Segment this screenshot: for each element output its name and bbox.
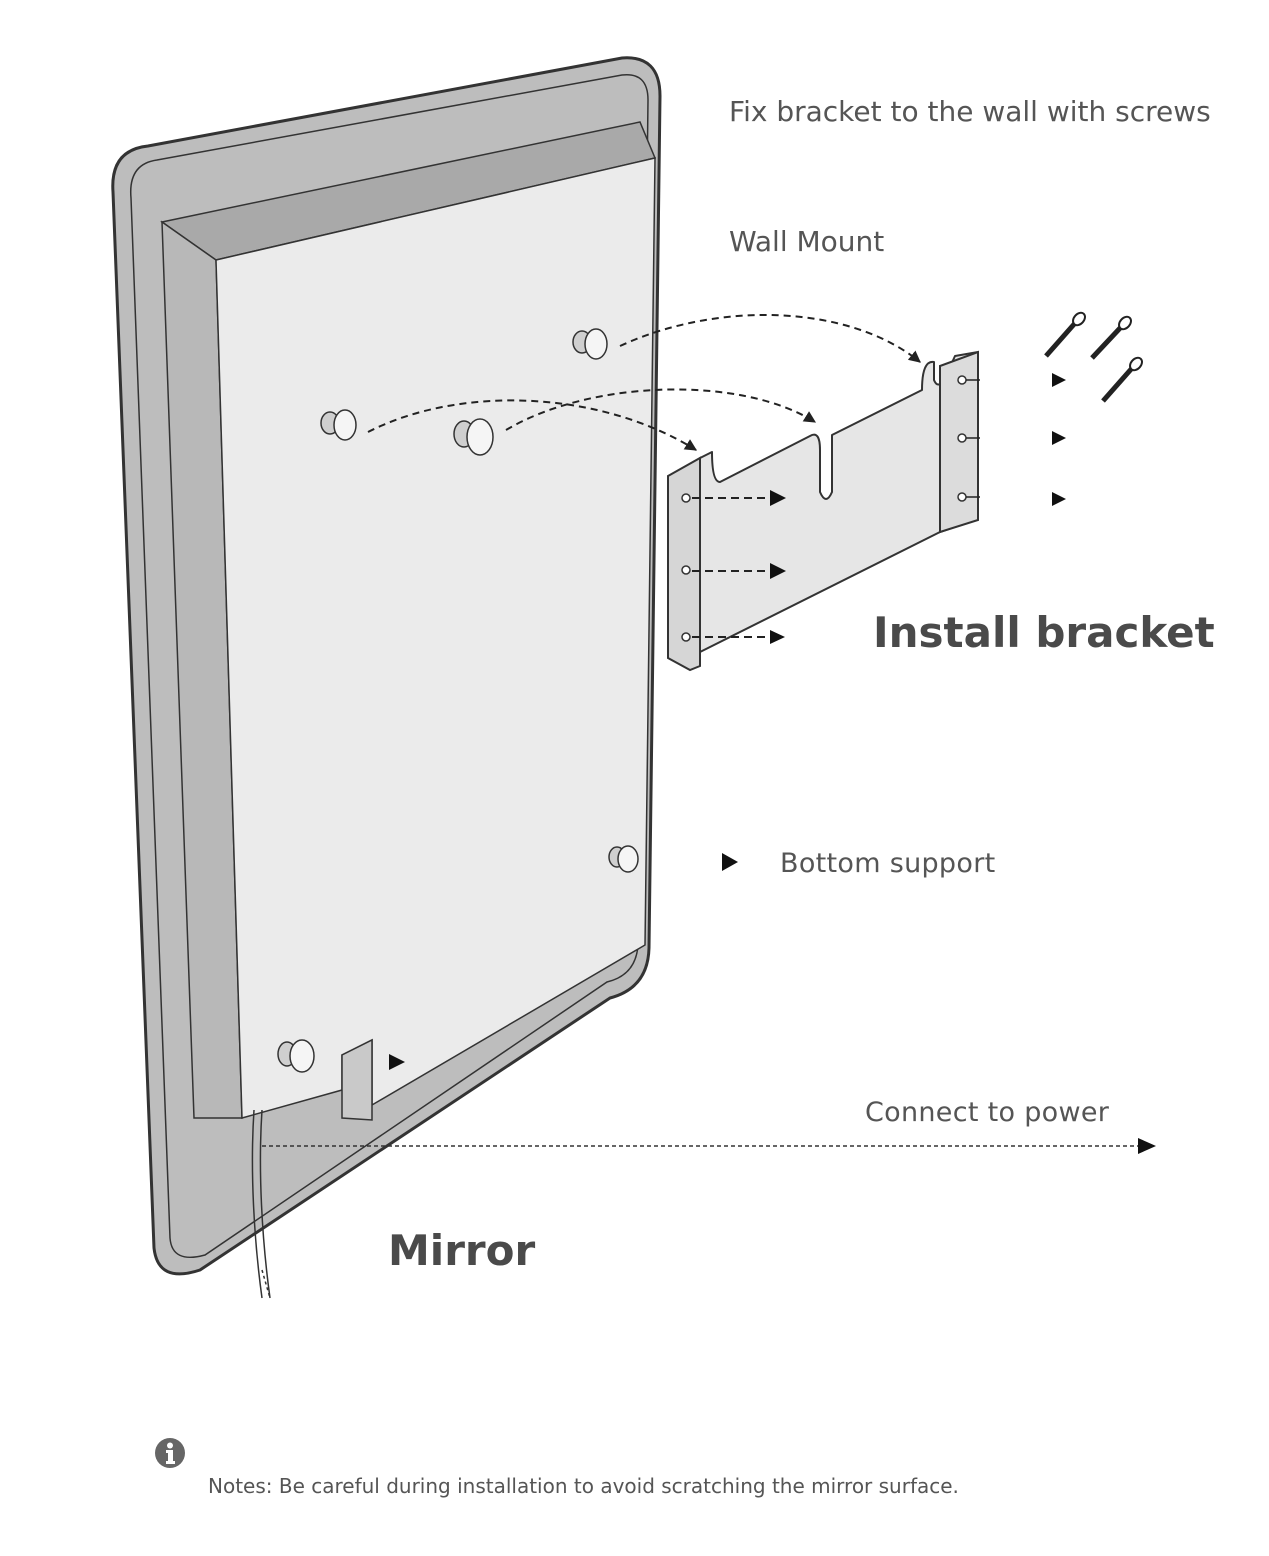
wall-mount-label: Wall Mount: [729, 225, 885, 258]
screw-icon: [1101, 356, 1143, 403]
fix-bracket-label: Fix bracket to the wall with screws: [729, 95, 1211, 128]
bottom-support-pointer: [722, 853, 738, 871]
left-flange-screw-arrows: [692, 490, 786, 644]
installation-note: Notes: Be careful during installation to…: [208, 1474, 959, 1498]
right-flange-screw-arrows: [966, 373, 1066, 506]
arc-top-left-peg: [367, 399, 698, 451]
peg-to-bracket-arrows: [367, 314, 921, 451]
arc-top-right-peg: [619, 314, 921, 363]
peg-top-left: [320, 409, 357, 441]
back-panel: [215, 157, 656, 1119]
peg-top-right: [572, 328, 608, 360]
screws: [1044, 311, 1143, 403]
bottom-support-label: Bottom support: [780, 848, 996, 879]
peg-bottom-right: [608, 845, 639, 873]
install-bracket-label: Install bracket: [873, 608, 1215, 657]
connect-power-label: Connect to power: [865, 1097, 1110, 1128]
power-cable: [251, 1109, 271, 1299]
bracket-right-flange: [939, 350, 979, 534]
bracket-plate: [699, 351, 979, 653]
screw-icon: [1044, 311, 1086, 358]
mirror: [111, 56, 662, 1276]
peg-bottom-left: [277, 1039, 315, 1073]
screw-icon: [1090, 315, 1132, 360]
power-box-pointer: [389, 1054, 405, 1070]
wall-bracket: [667, 350, 979, 672]
info-icon: [155, 1438, 185, 1468]
mirror-label: Mirror: [388, 1226, 536, 1275]
power-box-notch: [341, 1038, 373, 1121]
bracket-left-flange: [667, 456, 701, 672]
connect-power-arrow: [262, 1138, 1156, 1154]
mirror-frame-inner-edge: [130, 73, 649, 1259]
arc-top-middle-peg: [505, 388, 817, 431]
peg-top-middle: [453, 418, 494, 456]
mirror-pegs: [277, 328, 639, 1073]
